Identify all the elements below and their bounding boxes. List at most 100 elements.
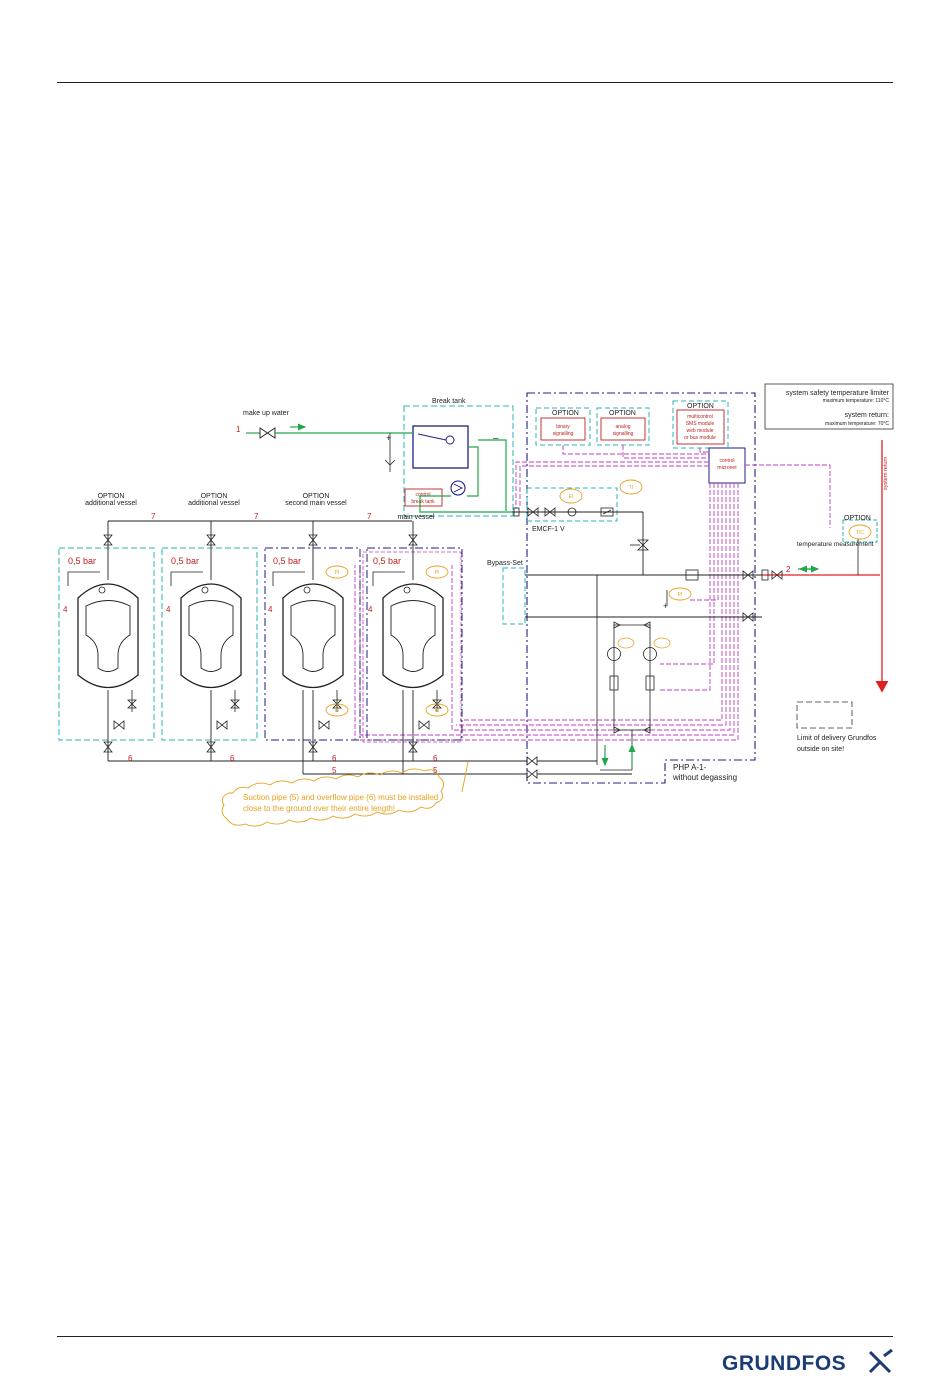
- svg-text:OPTION: OPTION: [201, 493, 228, 500]
- svg-text:TIC: TIC: [856, 530, 864, 536]
- additional-vessel-1: additional vessel: [85, 500, 137, 507]
- svg-text:EI: EI: [569, 494, 574, 500]
- vessel-membrane: [85, 600, 131, 672]
- pressure-label: 0,5 bar: [273, 556, 301, 566]
- valve-icon: [418, 720, 430, 730]
- multicontrol-box: [676, 409, 725, 445]
- valve-icon: [113, 720, 125, 730]
- vessel-membrane: [390, 600, 436, 672]
- valve-icon: [206, 534, 216, 546]
- pressure-label: 0,5 bar: [373, 556, 401, 566]
- main-vessel: main vessel: [398, 514, 435, 521]
- drain-valve-icon: [432, 690, 442, 712]
- break-tank-boundary: [403, 405, 514, 517]
- limit-delivery-box: [796, 701, 853, 729]
- valve-icon: [103, 741, 113, 753]
- pipe-number-4: 4: [63, 605, 68, 614]
- vessel-body: [282, 583, 344, 688]
- safety-limiter-text: system safety temperature limiter: [786, 390, 890, 397]
- drain-valve-icon: [332, 690, 342, 712]
- control-micronet-box: [708, 447, 746, 484]
- svg-text:OPTION: OPTION: [687, 403, 714, 410]
- svg-text:analog: analog: [615, 424, 630, 430]
- svg-text:–: –: [493, 433, 499, 444]
- valve-icon: [318, 720, 330, 730]
- svg-text:OPTION: OPTION: [98, 493, 125, 500]
- max-temp-110: maximum temperature: 110°C: [823, 398, 890, 404]
- brand-x-icon: [868, 1348, 893, 1374]
- pi-tag: [425, 565, 449, 579]
- svg-text:control: control: [719, 458, 734, 464]
- valve-icon: [103, 534, 113, 546]
- php-boundary: [526, 392, 756, 784]
- svg-text:+: +: [663, 601, 668, 611]
- break-tank: [412, 425, 469, 469]
- system-return-vertical: system return: [883, 457, 889, 490]
- svg-text:SMS module: SMS module: [686, 421, 715, 427]
- bypass-set-box: [502, 567, 526, 625]
- svg-text:TI: TI: [629, 485, 633, 491]
- svg-text:2: 2: [786, 565, 791, 574]
- pi-tag: [325, 703, 349, 717]
- break-tank-label: Break tank: [432, 398, 466, 405]
- emcf-boundary: [526, 487, 618, 522]
- svg-text:multicontrol: multicontrol: [687, 414, 713, 420]
- svg-text:7: 7: [151, 512, 156, 521]
- pipe-number-4: 4: [368, 605, 373, 614]
- svg-text:+: +: [386, 433, 391, 443]
- vessel-body: [382, 583, 444, 688]
- vessel-frame-1: [58, 547, 155, 741]
- pi-tag: [425, 703, 449, 717]
- gauge-icon: [303, 586, 311, 594]
- valve-icon: [308, 534, 318, 546]
- pic-tag: [668, 587, 692, 601]
- vessel-body: [77, 583, 139, 688]
- svg-text:7: 7: [367, 512, 372, 521]
- control-break-tank-box: [404, 488, 443, 507]
- footer-rule: [57, 1336, 893, 1337]
- limiter-box: [764, 383, 894, 430]
- svg-text:1: 1: [236, 425, 241, 434]
- pi-label: PI: [435, 570, 440, 576]
- pi-label: PI: [335, 708, 340, 714]
- system-return-text: system return:: [845, 412, 889, 419]
- brand-wordmark: GRUNDFOS: [722, 1352, 846, 1375]
- svg-text:micronet: micronet: [717, 465, 737, 471]
- svg-text:OPTION: OPTION: [844, 515, 871, 522]
- gauge-icon: [403, 586, 411, 594]
- bypass-set-label: Bypass-Set: [487, 560, 523, 567]
- float-valve: [445, 435, 455, 445]
- pi-label: PI: [435, 708, 440, 714]
- grundfos-logo: GRUNDFOS: [722, 1348, 893, 1375]
- makeup-valve: [259, 427, 276, 439]
- valve-icon: [408, 741, 418, 753]
- note-cloud: [221, 768, 444, 827]
- svg-text:binary: binary: [556, 424, 570, 430]
- svg-text:6: 6: [433, 754, 438, 763]
- vessel-frame-2: [161, 547, 258, 741]
- svg-text:5: 5: [332, 766, 337, 775]
- svg-text:OPTION: OPTION: [303, 493, 330, 500]
- svg-text:or bus module: or bus module: [684, 435, 716, 441]
- svg-text:web module: web module: [687, 428, 714, 434]
- vessel-membrane: [188, 600, 234, 672]
- pressure-label: 0,5 bar: [171, 556, 199, 566]
- note-line-1: Suction pipe (5) and overflow pipe (6) m…: [243, 793, 438, 802]
- emcf-label: EMCF-1 V: [532, 526, 565, 533]
- svg-text:outside on site!: outside on site!: [797, 746, 844, 753]
- svg-text:PI: PI: [678, 592, 683, 598]
- analog-signalling-box: [600, 417, 646, 441]
- ei-tag: [559, 488, 583, 504]
- svg-text:break tank: break tank: [411, 499, 435, 505]
- break-tank-pump: [450, 480, 466, 496]
- second-main-vessel: second main vessel: [285, 500, 347, 507]
- binary-signalling-box: [540, 417, 586, 441]
- php-label: PHP A-1-: [673, 763, 707, 772]
- vessel-frame-3: [264, 547, 361, 741]
- svg-text:signalling: signalling: [553, 431, 574, 437]
